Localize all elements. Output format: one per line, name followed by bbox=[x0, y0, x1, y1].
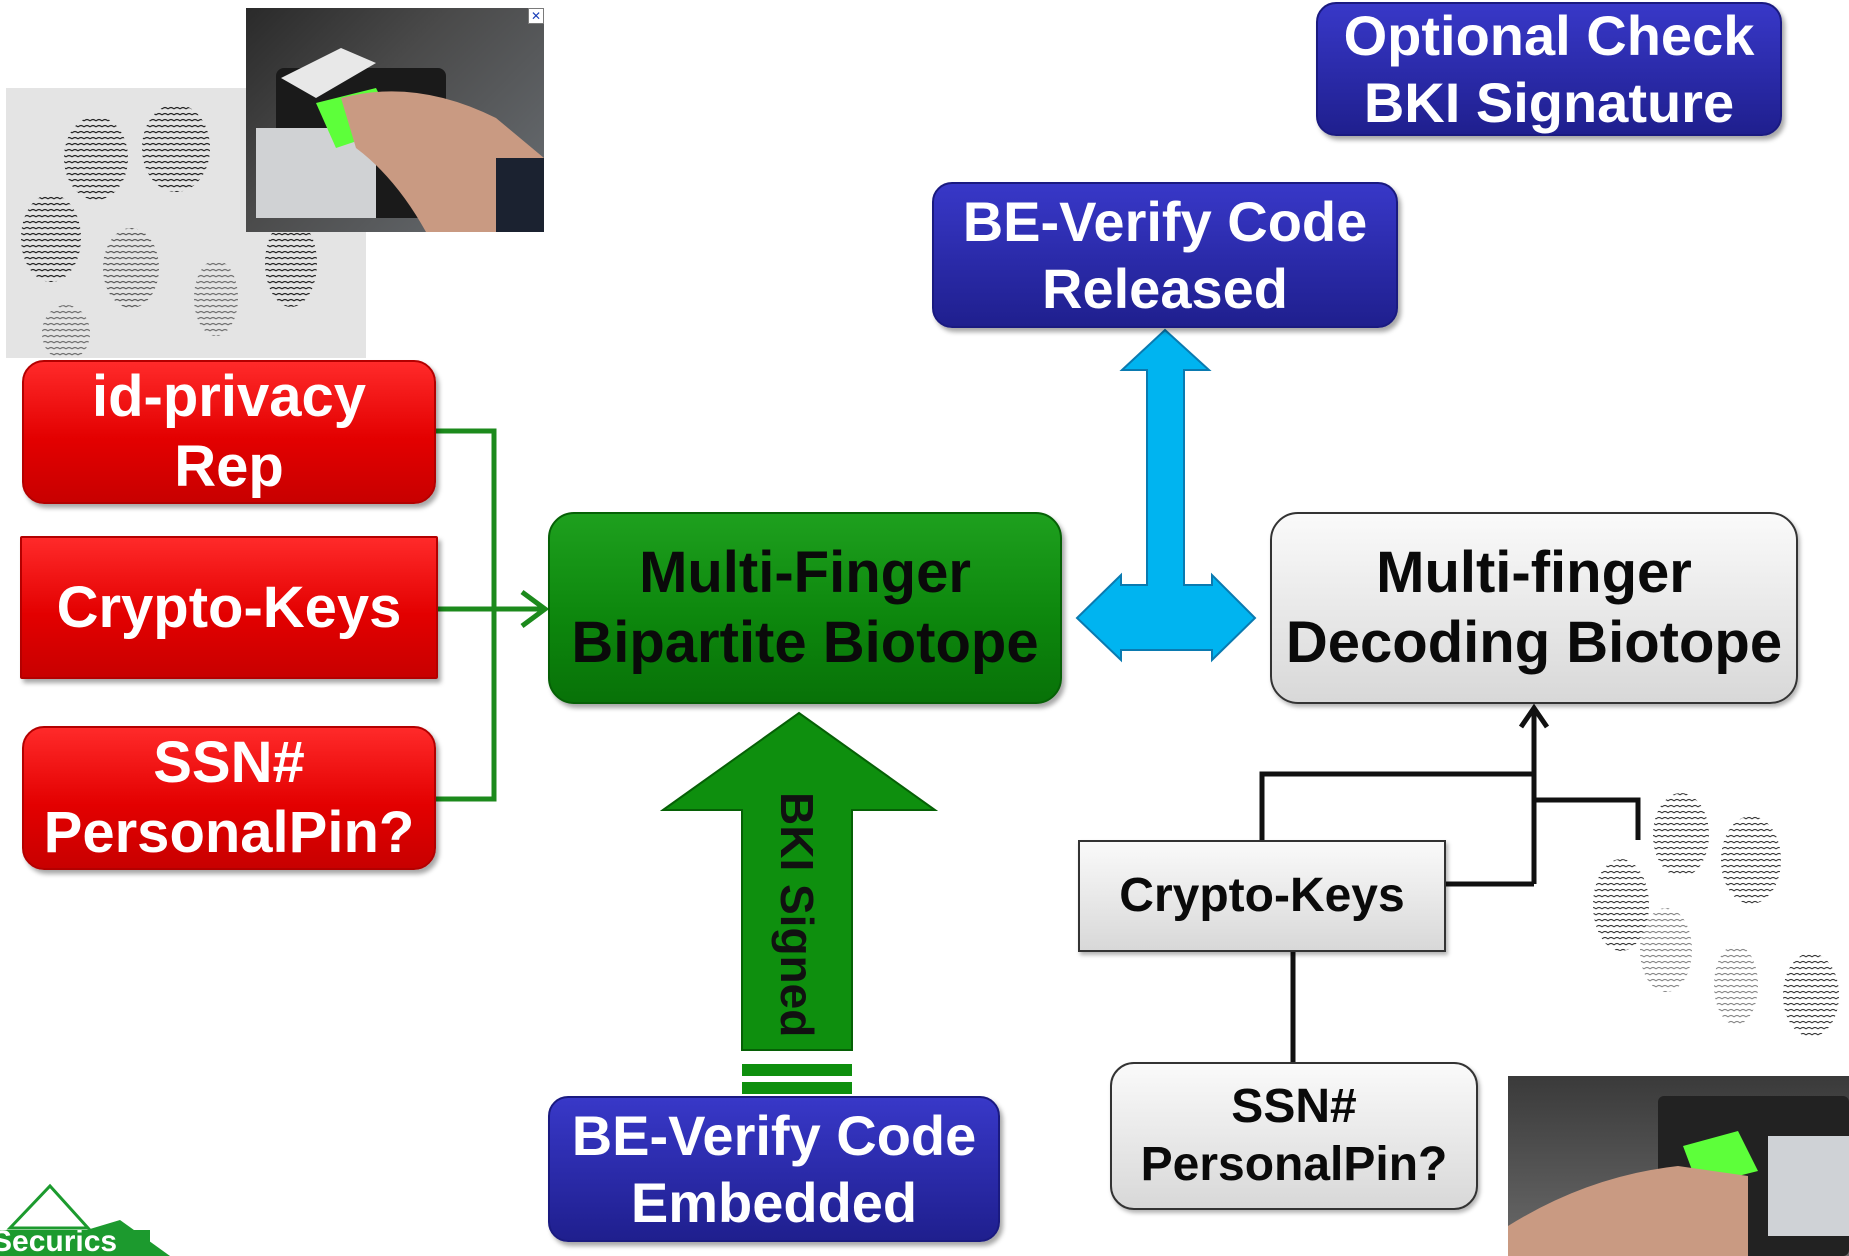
bipartite-biotope-box: Multi-Finger Bipartite Biotope bbox=[548, 512, 1062, 704]
ssn-pin-right-label: SSN# PersonalPin? bbox=[1140, 1080, 1448, 1191]
fingerprint-scanner-icon bbox=[256, 48, 544, 232]
id-privacy-rep-box: id-privacy Rep bbox=[22, 360, 436, 504]
id-privacy-rep-label: id-privacy Rep bbox=[92, 364, 366, 499]
ssn-pin-right-box: SSN# PersonalPin? bbox=[1110, 1062, 1478, 1210]
broken-image-icon: ✕ bbox=[528, 8, 544, 24]
fingerprint-icon bbox=[21, 104, 317, 358]
green-up-arrow bbox=[659, 711, 939, 1094]
crypto-keys-right-label: Crypto-Keys bbox=[1119, 869, 1405, 923]
code-embedded-label: BE-Verify Code Embedded bbox=[571, 1103, 977, 1234]
optional-check-box: Optional Check BKI Signature bbox=[1316, 2, 1782, 136]
code-released-box: BE-Verify Code Released bbox=[932, 182, 1398, 328]
ssn-pin-left-box: SSN# PersonalPin? bbox=[22, 726, 436, 870]
code-released-label: BE-Verify Code Released bbox=[962, 189, 1368, 320]
logo-text: Securics bbox=[0, 1225, 118, 1256]
green-bracket-connector bbox=[436, 428, 550, 802]
bki-signed-label: BKI Signed bbox=[771, 792, 823, 1038]
optional-check-label: Optional Check BKI Signature bbox=[1343, 3, 1755, 134]
cyan-t-arrow bbox=[1075, 328, 1257, 663]
decoding-biotope-label: Multi-finger Decoding Biotope bbox=[1285, 540, 1783, 675]
crypto-keys-left-label: Crypto-Keys bbox=[56, 574, 402, 640]
ssn-pin-left-label: SSN# PersonalPin? bbox=[43, 730, 415, 865]
crypto-keys-left-box: Crypto-Keys bbox=[20, 536, 438, 679]
code-embedded-box: BE-Verify Code Embedded bbox=[548, 1096, 1000, 1242]
fingerprint-scanner-photo-top: ✕ bbox=[246, 8, 544, 232]
logo-icon bbox=[0, 1183, 170, 1256]
fingerprints-image-right bbox=[1566, 780, 1849, 1052]
fingerprint-scanner-photo-bottom bbox=[1508, 1076, 1849, 1256]
bipartite-biotope-label: Multi-Finger Bipartite Biotope bbox=[571, 540, 1039, 675]
decoding-biotope-box: Multi-finger Decoding Biotope bbox=[1270, 512, 1798, 704]
fingerprint-scanner-icon bbox=[1508, 1096, 1849, 1256]
crypto-keys-right-box: Crypto-Keys bbox=[1078, 840, 1446, 952]
securics-logo: Securics bbox=[0, 1180, 175, 1256]
fingerprint-icon bbox=[1593, 793, 1839, 1037]
